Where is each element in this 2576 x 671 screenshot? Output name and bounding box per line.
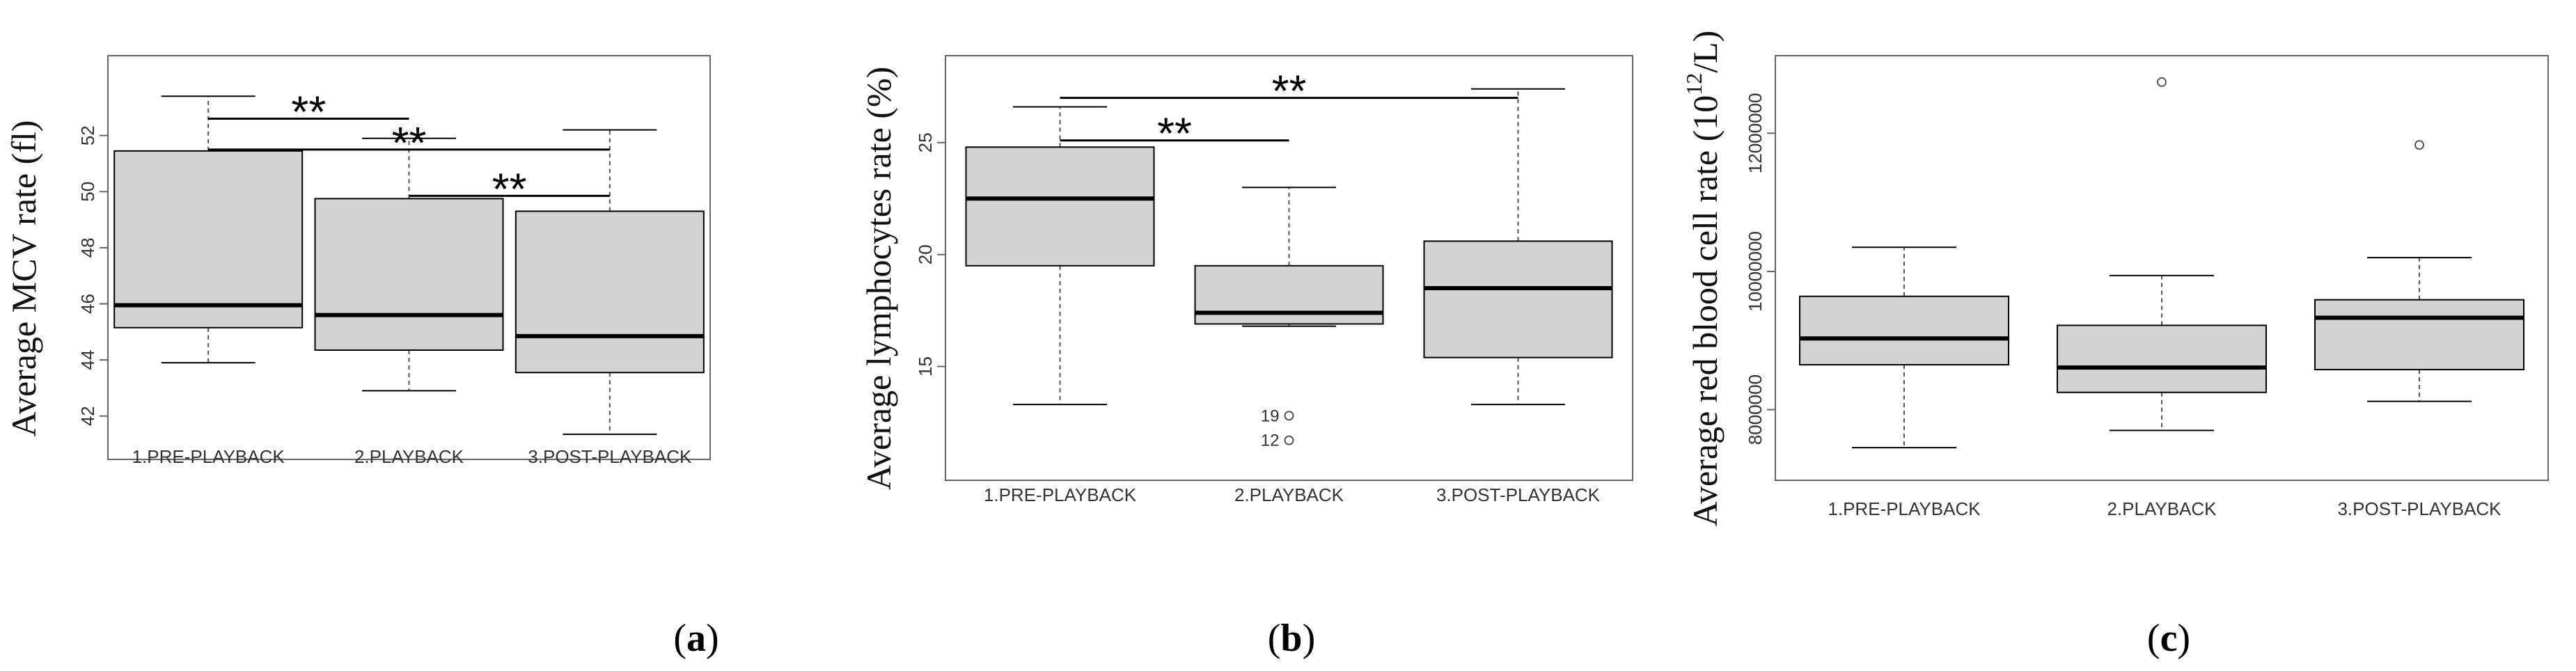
y-tick-label: 25 bbox=[915, 132, 936, 152]
x-tick-label: 2.PLAYBACK bbox=[354, 446, 464, 467]
panel-label: (c) bbox=[2147, 617, 2190, 660]
panel-label-open: ( bbox=[1268, 617, 1281, 660]
panel-label-letter: c bbox=[2160, 617, 2178, 660]
outlier-label: 19 bbox=[1261, 406, 1280, 425]
y-axis-label-superscript: 12 bbox=[1681, 73, 1706, 95]
panel-label: (b) bbox=[1268, 617, 1315, 660]
y-tick-label: 44 bbox=[77, 350, 98, 370]
box-1 bbox=[1799, 246, 2009, 449]
y-tick-label: 12000000 bbox=[1745, 93, 1766, 174]
y-axis-label: Average MCV rate (fl) bbox=[4, 120, 43, 437]
box-iqr bbox=[1194, 265, 1384, 325]
plot-frame bbox=[1775, 55, 2549, 481]
box-iqr bbox=[515, 210, 705, 374]
panel-label-letter: a bbox=[686, 617, 706, 660]
significance-label: ** bbox=[492, 164, 527, 214]
y-tick-label: 10000000 bbox=[1745, 231, 1766, 312]
box-2 bbox=[314, 137, 504, 392]
panel-label-close: ) bbox=[706, 617, 719, 660]
panel-a: 42 44 46 48 50 52 1.PRE-PLAYBACK 2.PLAYBACK 3.PO… bbox=[4, 55, 719, 660]
panel-label-close: ) bbox=[1303, 617, 1316, 660]
panel-label-close: ) bbox=[2177, 617, 2190, 660]
box-iqr bbox=[2314, 299, 2524, 370]
significance-label: ** bbox=[1157, 109, 1192, 159]
box-3 bbox=[515, 129, 705, 435]
x-tick-label: 1.PRE-PLAYBACK bbox=[132, 446, 285, 467]
x-tick-label: 3.POST-PLAYBACK bbox=[1436, 484, 1601, 505]
plot-frame bbox=[107, 55, 711, 460]
y-axis-label: Average red blood cell rate (1012/L) bbox=[1681, 31, 1725, 527]
panel-label-letter: b bbox=[1280, 617, 1302, 660]
box-iqr bbox=[965, 146, 1155, 267]
box-2 bbox=[2057, 77, 2267, 432]
outlier-point bbox=[1284, 411, 1294, 421]
box-iqr bbox=[1423, 240, 1613, 358]
panel-label: (a) bbox=[673, 617, 718, 660]
significance-label: ** bbox=[392, 118, 427, 168]
y-axis-label-suffix: /L) bbox=[1686, 31, 1725, 73]
x-tick-label: 2.PLAYBACK bbox=[1234, 484, 1344, 505]
outlier-point bbox=[2157, 77, 2167, 87]
y-tick-label: 50 bbox=[77, 182, 98, 202]
y-axis-label-main: Average MCV rate (fl) bbox=[4, 120, 43, 437]
panel-c: 8000000 10000000 12000000 1.PRE-PLAYBACK 2.P… bbox=[1681, 31, 2549, 660]
y-tick-label: 42 bbox=[77, 406, 98, 426]
plot-frame bbox=[945, 55, 1633, 481]
panel-label-open: ( bbox=[2147, 617, 2160, 660]
y-axis-label-main: Average red blood cell rate (10 bbox=[1686, 95, 1725, 527]
x-tick-label: 3.POST-PLAYBACK bbox=[2337, 498, 2502, 519]
x-tick-label: 1.PRE-PLAYBACK bbox=[984, 484, 1137, 505]
box-3 bbox=[2314, 140, 2524, 402]
box-iqr bbox=[314, 198, 504, 351]
y-tick-label: 46 bbox=[77, 294, 98, 314]
x-tick-label: 3.POST-PLAYBACK bbox=[528, 446, 692, 467]
x-tick-label: 1.PRE-PLAYBACK bbox=[1828, 498, 1981, 519]
box-iqr bbox=[1799, 295, 2009, 366]
y-tick-label: 52 bbox=[77, 125, 98, 145]
y-axis-label-main: Average lymphocytes rate (%) bbox=[859, 67, 898, 491]
outlier-label: 12 bbox=[1261, 432, 1280, 450]
box-iqr bbox=[113, 150, 304, 329]
box-3 bbox=[1423, 88, 1613, 406]
significance-label: ** bbox=[291, 87, 326, 137]
significance-label: ** bbox=[1272, 66, 1307, 116]
y-tick-label: 8000000 bbox=[1745, 374, 1766, 445]
y-tick-label: 20 bbox=[915, 244, 936, 265]
outlier-point bbox=[1284, 435, 1294, 445]
y-tick-label: 48 bbox=[77, 237, 98, 258]
box-1 bbox=[965, 106, 1155, 406]
x-tick-label: 2.PLAYBACK bbox=[2107, 498, 2217, 519]
panel-label-open: ( bbox=[673, 617, 686, 660]
box-1 bbox=[113, 95, 304, 364]
box-iqr bbox=[2057, 324, 2267, 393]
outlier-point bbox=[2414, 140, 2424, 150]
y-tick-label: 15 bbox=[915, 356, 936, 377]
y-axis-label: Average lymphocytes rate (%) bbox=[859, 67, 898, 491]
